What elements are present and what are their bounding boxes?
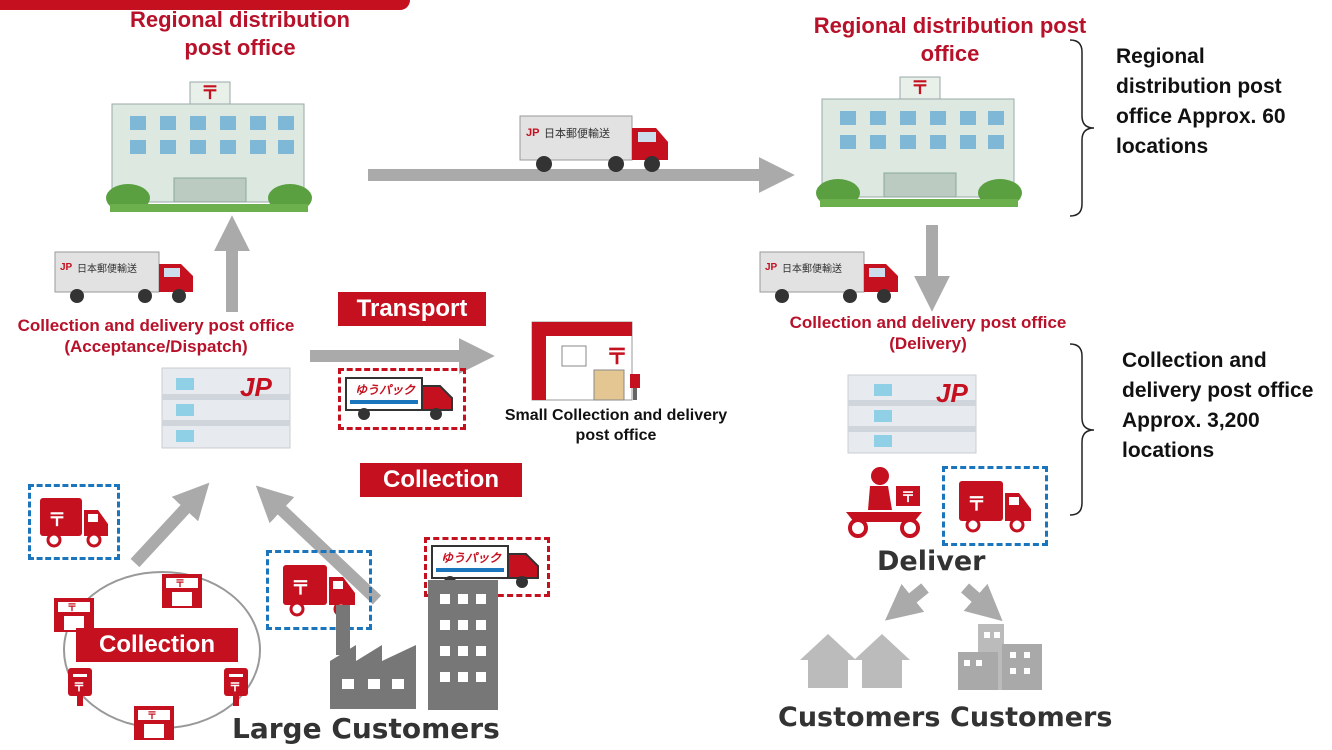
truck-icon: JP 日本郵便輸送 (759, 250, 900, 304)
truck-label: 日本郵便輸送 (544, 127, 610, 140)
post-office-building-icon: 〒 (106, 81, 312, 212)
motorbike-icon: 〒 (846, 467, 922, 538)
collection-dispatch-label: Collection and delivery post office (Acc… (17, 316, 295, 357)
svg-text:〒: 〒 (967, 494, 986, 515)
transport-tag: Transport (338, 292, 486, 326)
yupack-label: ゆうパック (441, 551, 502, 565)
brace-collection (1069, 343, 1095, 516)
truck-icon: 〒 (959, 481, 1031, 533)
arrow-deliver-apartment (961, 583, 1003, 622)
truck-icon: 〒 (40, 498, 108, 548)
deliver-label: Deliver (877, 546, 986, 577)
svg-text:JP: JP (526, 127, 539, 139)
mailbox-icon: 〒 (68, 668, 92, 706)
svg-text:〒: 〒 (911, 78, 929, 98)
factory-icon (330, 605, 416, 709)
regional-left-label: Regional distribution post office (130, 7, 350, 60)
collection-tag-left: Collection (76, 628, 238, 662)
svg-text:〒: 〒 (901, 489, 915, 505)
truck-label: 日本郵便輸送 (77, 264, 137, 275)
post-truck-box: 〒 (942, 466, 1048, 546)
arrow-deliver-home (884, 583, 929, 621)
collection-office-building: JP (161, 367, 291, 449)
large-customers-label: Large Customers (232, 712, 500, 745)
svg-text:〒: 〒 (175, 578, 185, 590)
small-post-office-icon: 〒 (54, 598, 94, 632)
small-post-office-icon: 〒 (162, 574, 202, 608)
svg-text:JP: JP (60, 262, 73, 273)
truck-label: 日本郵便輸送 (782, 264, 842, 275)
arrow-large-customers (255, 485, 382, 605)
svg-text:〒: 〒 (147, 710, 157, 722)
delivery-office-building: JP (847, 374, 977, 454)
customers-label-2: Customers (950, 702, 1113, 733)
svg-text:〒: 〒 (229, 680, 241, 694)
jp-logo-icon: JP (240, 372, 272, 402)
post-truck-box: 〒 (28, 484, 120, 560)
house-icon (800, 634, 910, 688)
yupack-truck-box: ゆうパック (338, 368, 466, 430)
arrow-collection-left (130, 482, 210, 568)
svg-text:〒: 〒 (67, 602, 77, 614)
side-note-collection: Collection and delivery post office Appr… (1122, 349, 1314, 462)
post-office-building-icon: 〒 (816, 76, 1022, 207)
regional-right-label: Regional distribution post office (813, 13, 1087, 66)
svg-text:〒: 〒 (201, 83, 219, 103)
brace-regional (1069, 39, 1095, 217)
apartment-icon (958, 624, 1042, 690)
small-post-office-icon: 〒 (531, 321, 640, 401)
svg-text:〒: 〒 (606, 344, 628, 369)
office-tower-icon (428, 580, 498, 710)
svg-text:〒: 〒 (291, 578, 310, 599)
customers-label-1: Customers (778, 702, 941, 733)
svg-text:〒: 〒 (48, 510, 66, 530)
small-post-office-icon: 〒 (134, 706, 174, 740)
collection-delivery-label: Collection and delivery post office (Del… (789, 313, 1067, 354)
truck-icon: JP 日本郵便輸送 (519, 112, 670, 174)
yupack-label: ゆうパック (355, 383, 416, 397)
side-note-regional: Regional distribution post office Approx… (1116, 45, 1286, 158)
small-office-label: Small Collection and delivery post offic… (504, 407, 728, 444)
collection-tag-mid: Collection (360, 463, 522, 497)
svg-text:JP: JP (765, 262, 778, 273)
svg-text:〒: 〒 (73, 680, 85, 694)
header-band (0, 0, 410, 10)
truck-icon: JP 日本郵便輸送 (54, 250, 195, 304)
mailbox-icon: 〒 (224, 668, 248, 706)
jp-logo-icon: JP (936, 378, 968, 408)
